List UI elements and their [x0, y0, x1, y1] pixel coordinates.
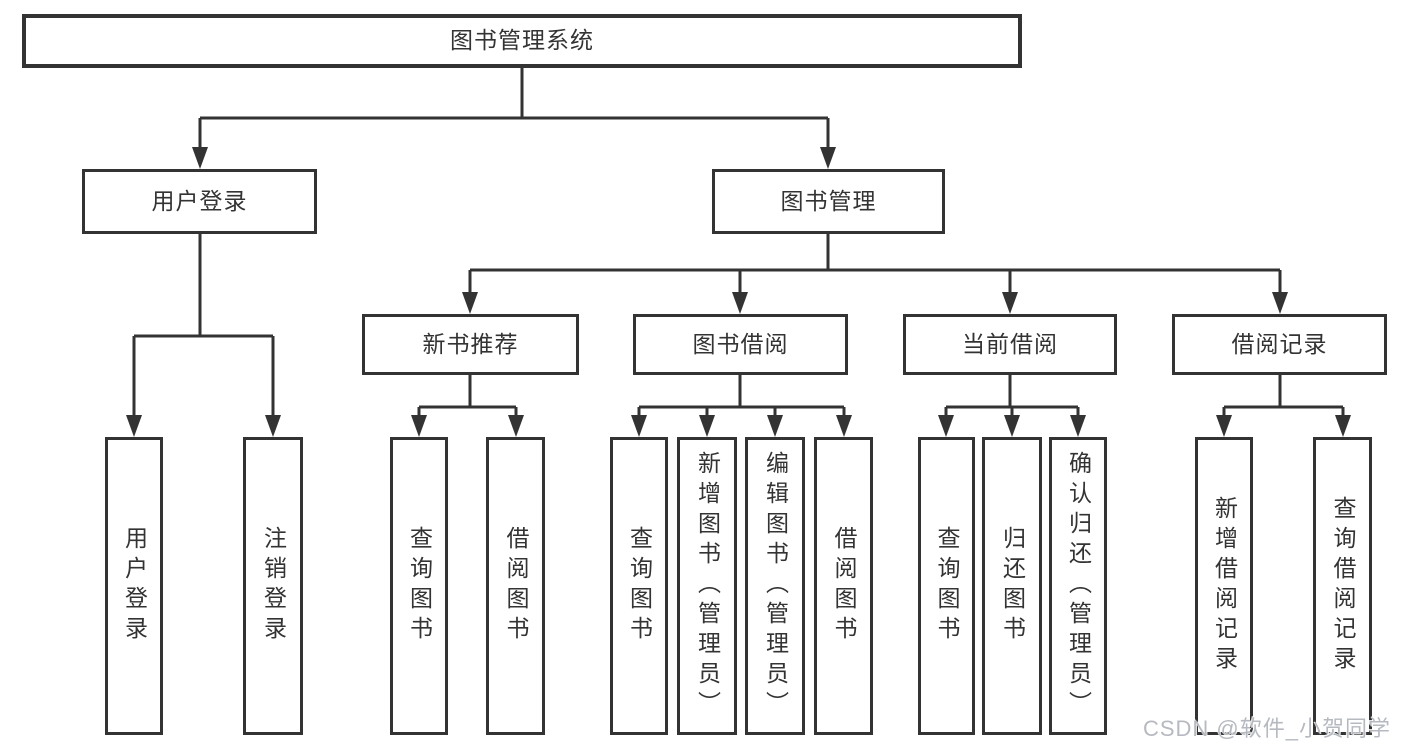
- csdn-watermark: CSDN @软件_小贺同学: [1142, 716, 1391, 741]
- node-library-management-system: 图书管理系统: [22, 14, 1022, 68]
- node-book-management: 图书管理: [712, 169, 945, 234]
- leaf-return-books: 归还图书: [982, 437, 1042, 735]
- leaf-edit-books-admin: 编辑图书（管理员）: [745, 437, 805, 735]
- node-new-book-recommendation: 新书推荐: [362, 314, 579, 375]
- leaf-add-books-admin: 新增图书（管理员）: [677, 437, 737, 735]
- arrowhead: [462, 292, 478, 314]
- leaf-borrow-books-2: 借阅图书: [814, 437, 873, 735]
- arrowhead: [126, 415, 142, 437]
- arrowhead: [938, 415, 954, 437]
- arrowhead: [1272, 292, 1288, 314]
- leaf-query-books-3: 查询图书: [918, 437, 975, 735]
- leaf-add-borrow-record: 新增借阅记录: [1195, 437, 1253, 735]
- arrowhead: [836, 415, 852, 437]
- node-current-borrowing: 当前借阅: [903, 314, 1117, 375]
- leaf-user-login: 用户登录: [105, 437, 163, 735]
- arrowhead: [767, 415, 783, 437]
- arrowhead: [1335, 415, 1351, 437]
- arrowhead: [265, 415, 281, 437]
- arrowhead: [508, 415, 524, 437]
- arrowhead: [1070, 415, 1086, 437]
- node-user-login: 用户登录: [82, 169, 317, 234]
- arrowhead: [699, 415, 715, 437]
- node-borrowing-records: 借阅记录: [1172, 314, 1387, 375]
- arrowhead: [1216, 415, 1232, 437]
- arrowhead: [1002, 292, 1018, 314]
- leaf-confirm-return-admin: 确认归还（管理员）: [1049, 437, 1107, 735]
- arrowhead: [732, 292, 748, 314]
- leaf-borrow-books: 借阅图书: [486, 437, 545, 735]
- leaf-query-books: 查询图书: [390, 437, 448, 735]
- arrowhead: [631, 415, 647, 437]
- leaf-logout: 注销登录: [243, 437, 303, 735]
- arrowhead: [411, 415, 427, 437]
- arrowhead: [1004, 415, 1020, 437]
- arrowhead: [192, 147, 208, 169]
- arrowhead: [820, 147, 836, 169]
- leaf-query-borrow-record: 查询借阅记录: [1313, 437, 1372, 735]
- leaf-query-books-2: 查询图书: [610, 437, 668, 735]
- node-book-borrowing: 图书借阅: [633, 314, 848, 375]
